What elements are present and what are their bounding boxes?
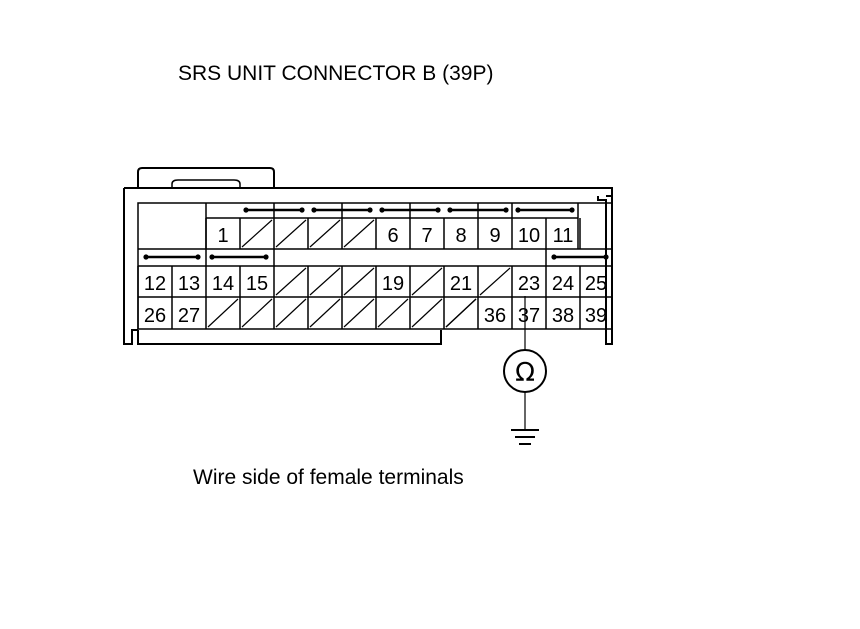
terminal-label: 25 bbox=[585, 273, 607, 295]
terminal-label: 39 bbox=[585, 305, 607, 327]
empty-cavity-slash bbox=[241, 298, 273, 328]
shorting-bar-end bbox=[435, 207, 441, 213]
empty-cavity-slash bbox=[343, 267, 375, 296]
empty-cavity-slash bbox=[309, 267, 341, 296]
shorting-bar-end bbox=[603, 254, 609, 260]
diagram-caption: Wire side of female terminals bbox=[193, 466, 464, 489]
shorting-bar-end bbox=[263, 254, 269, 260]
terminal-label: 1 bbox=[217, 225, 228, 247]
empty-cavity-marks bbox=[207, 219, 511, 328]
empty-cavity-slash bbox=[411, 298, 443, 328]
terminal-labels: 1 6 7 8 9 10 11 12 13 14 15 19 21 23 24 25 26 27 36 37 38 39 bbox=[144, 225, 607, 327]
terminal-label: 10 bbox=[518, 225, 540, 247]
housing-bottom-skirt bbox=[137, 330, 442, 345]
ground-icon bbox=[511, 429, 539, 445]
shorting-bar-end bbox=[367, 207, 373, 213]
empty-cavity-slash bbox=[343, 219, 375, 248]
empty-cavity-slash bbox=[309, 298, 341, 328]
terminal-label: 38 bbox=[552, 305, 574, 327]
shorting-bar-end bbox=[447, 207, 453, 213]
terminal-label: 24 bbox=[552, 273, 574, 295]
terminal-grid bbox=[137, 202, 613, 330]
empty-cavity-slash bbox=[343, 298, 375, 328]
terminal-label: 11 bbox=[553, 225, 574, 247]
shorting-bars bbox=[143, 207, 609, 260]
terminal-label: 23 bbox=[518, 273, 540, 295]
empty-cavity-slash bbox=[275, 267, 307, 296]
terminal-label: 13 bbox=[178, 273, 200, 295]
terminal-label: 12 bbox=[144, 273, 166, 295]
shorting-bar-end bbox=[503, 207, 509, 213]
terminal-label: 27 bbox=[178, 305, 200, 327]
shorting-bar-end bbox=[569, 207, 575, 213]
empty-cavity-slash bbox=[445, 298, 477, 328]
connector-housing bbox=[123, 187, 613, 345]
empty-cavity-slash bbox=[479, 267, 511, 296]
shorting-bar-end bbox=[243, 207, 249, 213]
empty-cavity-slash bbox=[241, 219, 273, 248]
empty-cavity-slash bbox=[207, 298, 239, 328]
terminal-label: 8 bbox=[455, 225, 466, 247]
shorting-bar-end bbox=[311, 207, 317, 213]
terminal-label: 6 bbox=[387, 225, 398, 247]
shorting-bar-end bbox=[515, 207, 521, 213]
connector-title: SRS UNIT CONNECTOR B (39P) bbox=[178, 62, 494, 85]
terminal-label: 19 bbox=[382, 273, 404, 295]
shorting-bar-end bbox=[195, 254, 201, 260]
shorting-bar-end bbox=[551, 254, 557, 260]
terminal-label: 37 bbox=[518, 305, 540, 327]
empty-cavity-slash bbox=[275, 298, 307, 328]
terminal-label: 26 bbox=[144, 305, 166, 327]
terminal-label: 9 bbox=[489, 225, 500, 247]
shorting-bar-end bbox=[209, 254, 215, 260]
empty-cavity-slash bbox=[309, 219, 341, 248]
terminal-label: 21 bbox=[450, 273, 472, 295]
empty-cavity-slash bbox=[377, 298, 409, 328]
connector-latch bbox=[137, 167, 275, 188]
ohmmeter-symbol: Ω bbox=[515, 358, 535, 388]
terminal-label: 36 bbox=[484, 305, 506, 327]
empty-cavity-slash bbox=[275, 219, 307, 248]
shorting-bar-end bbox=[299, 207, 305, 213]
latch-slot bbox=[171, 179, 241, 188]
terminal-label: 14 bbox=[212, 273, 234, 295]
empty-cavity-slash bbox=[411, 267, 443, 296]
terminal-label: 7 bbox=[421, 225, 432, 247]
shorting-bar-end bbox=[143, 254, 149, 260]
terminal-label: 15 bbox=[246, 273, 268, 295]
shorting-bar-end bbox=[379, 207, 385, 213]
